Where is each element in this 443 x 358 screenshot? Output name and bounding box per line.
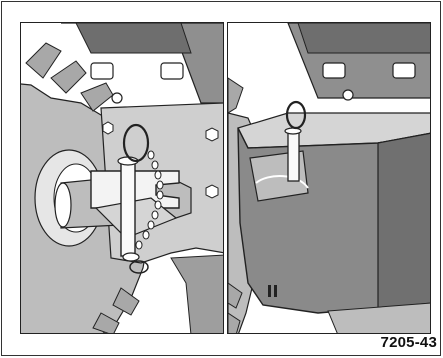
panel-hitch-pin [20, 22, 224, 334]
hitch-pin [121, 161, 135, 256]
hitch-pin [288, 131, 299, 181]
front-ballast-weight-icon [228, 23, 431, 334]
figure-reference-code: 7205-43 [381, 334, 437, 351]
panel-ballast-weight [227, 22, 431, 334]
tyre [228, 78, 243, 113]
drawbar-pin-with-chain-icon [21, 23, 224, 334]
